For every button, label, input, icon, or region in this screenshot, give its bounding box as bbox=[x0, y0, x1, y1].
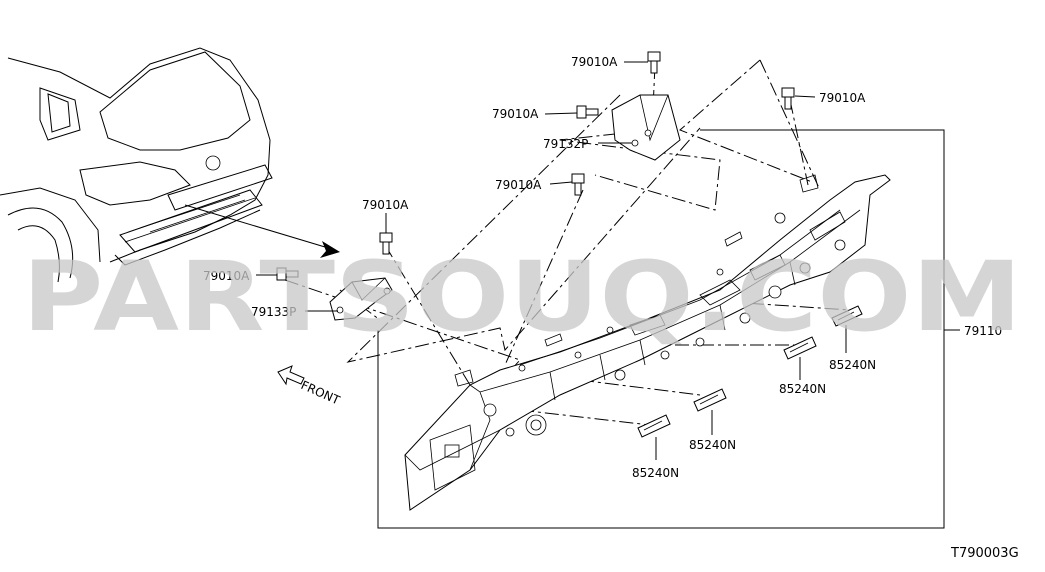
bolt-right bbox=[781, 87, 795, 110]
front-direction-indicator: FRONT bbox=[277, 365, 343, 408]
bracket-lower bbox=[329, 277, 393, 321]
callout-clip-4: 85240N bbox=[632, 466, 679, 480]
callout-bolt-mid: 79010A bbox=[495, 178, 542, 192]
figure-code: T790003G bbox=[950, 546, 1019, 561]
vehicle-rear-illustration bbox=[0, 47, 273, 283]
rear-panel-assembly bbox=[404, 174, 891, 511]
front-label: FRONT bbox=[299, 378, 343, 408]
bracket-upper bbox=[611, 94, 681, 161]
callout-bolt-upper-left: 79010A bbox=[492, 107, 539, 121]
watermark-text: PARTSOUQ.COM bbox=[22, 241, 1022, 353]
callout-bolt-top-center: 79010A bbox=[571, 55, 618, 69]
callout-clip-3: 85240N bbox=[689, 438, 736, 452]
callout-clip-1: 85240N bbox=[829, 358, 876, 372]
bolt-left bbox=[276, 267, 299, 281]
bolt-left-top bbox=[379, 232, 393, 255]
callout-clip-2: 85240N bbox=[779, 382, 826, 396]
bolt-mid bbox=[571, 173, 585, 196]
front-arrow-icon bbox=[277, 365, 305, 386]
clip-3 bbox=[693, 388, 727, 412]
callout-bolt-right: 79010A bbox=[819, 91, 866, 105]
callout-panel-assembly: 79110 bbox=[964, 324, 1002, 338]
bolt-upper-left bbox=[576, 105, 599, 119]
clip-2 bbox=[783, 336, 817, 360]
bolt-top-center bbox=[647, 51, 661, 74]
callout-bracket-lower: 79133P bbox=[251, 305, 296, 319]
callout-bracket-upper: 79132P bbox=[543, 137, 588, 151]
detail-pointer-arrow bbox=[184, 204, 340, 258]
clip-4 bbox=[637, 414, 671, 438]
assembly-boundary-box bbox=[377, 129, 945, 529]
callout-bolt-left-top: 79010A bbox=[362, 198, 409, 212]
leader-lines bbox=[256, 61, 960, 460]
callout-bolt-left: 79010A bbox=[203, 269, 250, 283]
clip-1 bbox=[831, 305, 863, 327]
callout-labels: 79010A 79010A 79010A 79010A 79010A 79010… bbox=[203, 55, 1002, 480]
